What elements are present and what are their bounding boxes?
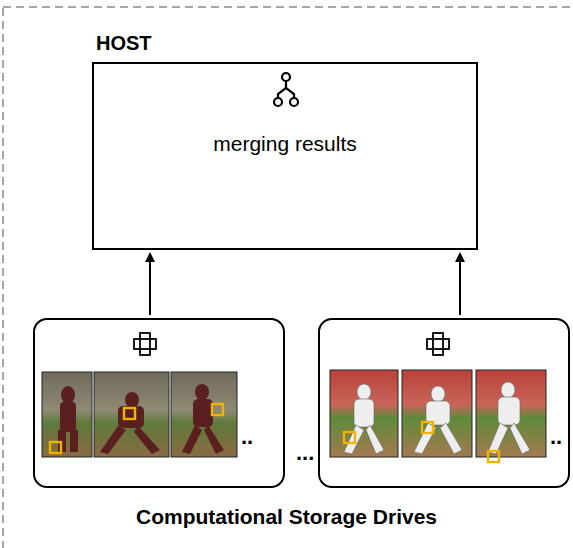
ellipsis-mark: .. (550, 424, 562, 450)
host-box: HOSTmerging results (92, 62, 478, 250)
arrow-connector (149, 254, 151, 315)
dashed-frame (3, 7, 573, 548)
process-label: merging results (94, 132, 476, 156)
arrow-connector (459, 254, 461, 315)
host-heading: HOST (96, 32, 152, 55)
video-frames (42, 370, 546, 462)
storage-drive-box: .. (33, 318, 285, 488)
ellipsis-mark: .. (241, 424, 253, 450)
ellipsis-mark: ... (296, 440, 314, 466)
storage-drive-box: .. (318, 318, 570, 488)
drive-icon (134, 333, 449, 355)
group-caption: Computational Storage Drives (0, 505, 573, 529)
merge-icon (274, 73, 298, 106)
